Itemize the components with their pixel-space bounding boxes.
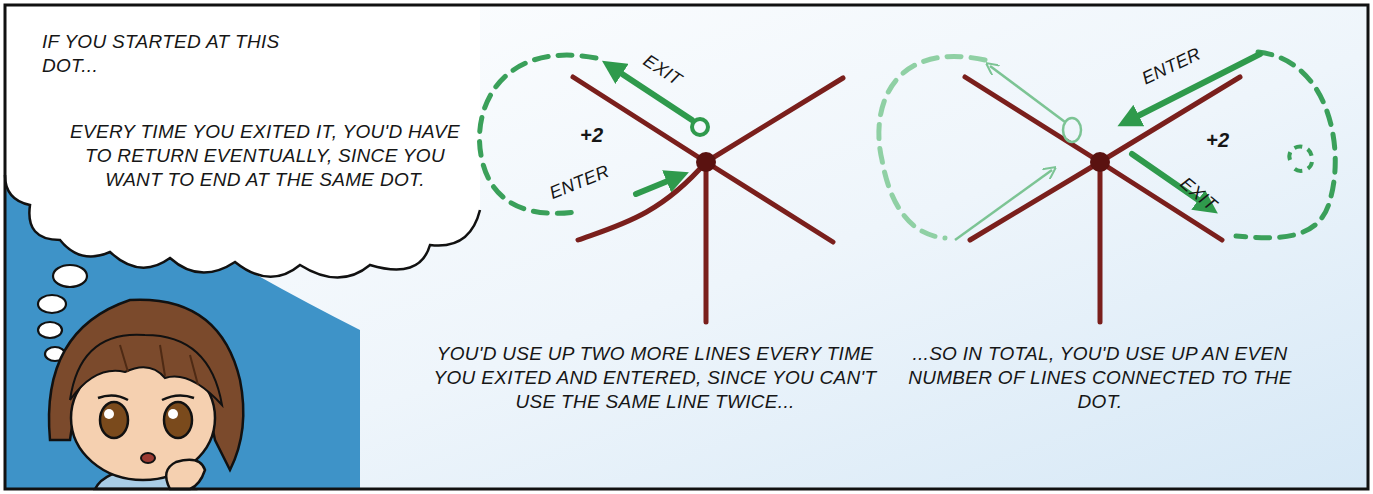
thought-text: EVERY TIME YOU EXITED IT, YOU'D HAVE TO … [70, 120, 460, 192]
arrow-label: ENTER [547, 161, 612, 203]
count-label: +2 [580, 123, 603, 147]
count-label: +2 [1206, 128, 1229, 152]
thought-cloud [5, 5, 480, 278]
caption-text: YOU'D USE UP TWO MORE LINES EVERY TIME Y… [420, 342, 890, 414]
panel-border [5, 5, 1368, 489]
thought-cloud-outline [5, 175, 480, 278]
panel-ground [5, 5, 1368, 489]
caption-text: ...SO IN TOTAL, YOU'D USE UP AN EVEN NUM… [900, 342, 1300, 414]
graph-vertex-1 [573, 77, 843, 322]
arrow-label: EXIT [640, 50, 685, 89]
graph-vertex-2 [965, 77, 1240, 322]
arrow-label: EXIT [1176, 173, 1220, 215]
arrow-label: ENTER [1139, 44, 1204, 89]
path-arrows-2 [879, 52, 1335, 240]
thought-bubble: IF YOU STARTED AT THIS DOT... EVERY TIME … [0, 0, 480, 270]
girl-figure [49, 300, 243, 489]
thought-text: IF YOU STARTED AT THIS DOT... [42, 30, 302, 78]
